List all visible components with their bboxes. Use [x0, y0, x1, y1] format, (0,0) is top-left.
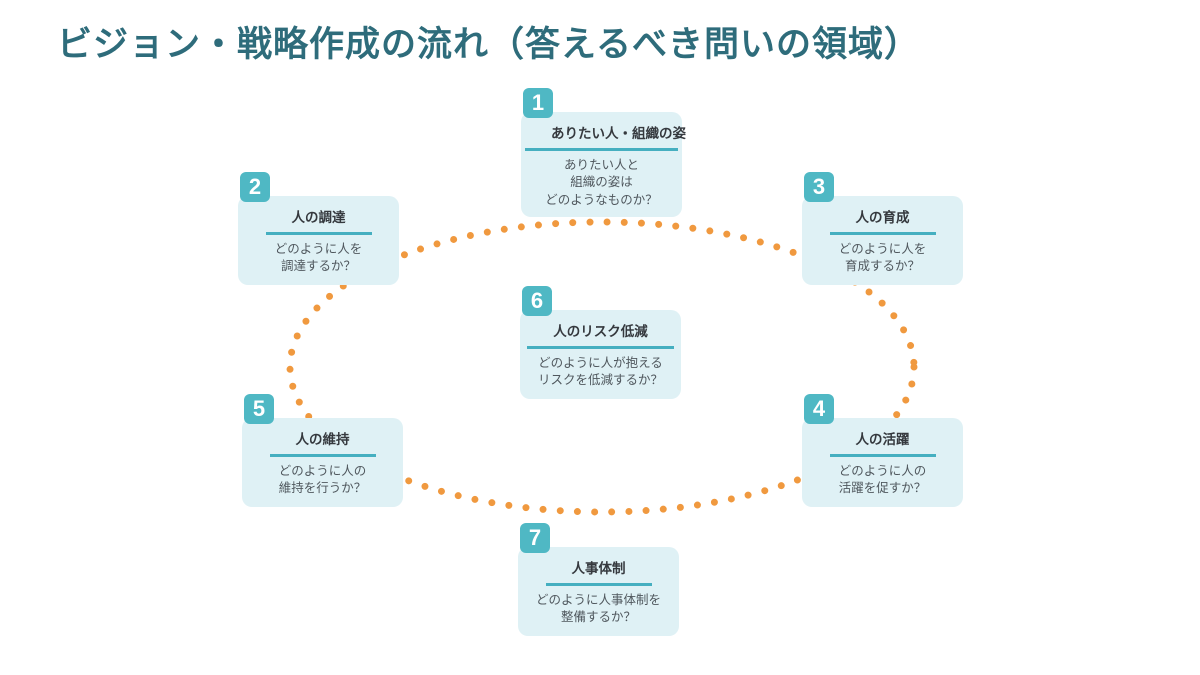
card-heading: 人の活躍 — [829, 428, 936, 457]
step-number-badge: 3 — [804, 172, 834, 202]
card-question: どのように人事体制を 整備するか？ — [535, 593, 661, 625]
step-number-badge: 2 — [240, 172, 270, 202]
card-heading: 人事体制 — [545, 557, 652, 586]
card-procurement: 2 人の調達 どのように人を 調達するか？ — [238, 172, 399, 285]
card-heading: 人の維持 — [269, 428, 376, 457]
dotted-ellipse-path — [286, 218, 918, 516]
card-question: ありたい人と 組織の姿は どのようなものか？ — [545, 158, 658, 207]
card-heading: 人の調達 — [265, 206, 372, 235]
card-heading: 人のリスク低減 — [527, 320, 674, 349]
card-hr-structure: 7 人事体制 どのように人事体制を 整備するか？ — [518, 523, 679, 636]
step-number-badge: 7 — [520, 523, 550, 553]
card-question: どのように人の 活躍を促すか？ — [838, 464, 927, 496]
card-heading: ありたい人・組織の姿 — [525, 122, 686, 151]
card-risk-reduction: 6 人のリスク低減 どのように人が抱える リスクを低減するか？ — [520, 286, 681, 399]
card-heading: 人の育成 — [829, 206, 936, 235]
page-title: ビジョン・戦略作成の流れ（答えるべき問いの領域） — [57, 25, 920, 64]
step-number-badge: 6 — [522, 286, 552, 316]
card-ideal-people-org: 1 ありたい人・組織の姿 ありたい人と 組織の姿は どのようなものか？ — [521, 88, 686, 217]
card-development: 3 人の育成 どのように人を 育成するか？ — [802, 172, 963, 285]
card-engagement: 4 人の活躍 どのように人の 活躍を促すか？ — [802, 394, 963, 507]
step-number-badge: 4 — [804, 394, 834, 424]
card-retention: 5 人の維持 どのように人の 維持を行うか？ — [242, 394, 403, 507]
card-question: どのように人が抱える リスクを低減するか？ — [537, 356, 663, 388]
step-number-badge: 1 — [523, 88, 553, 118]
card-question: どのように人を 調達するか？ — [274, 242, 363, 274]
card-question: どのように人の 維持を行うか？ — [278, 464, 367, 496]
step-number-badge: 5 — [244, 394, 274, 424]
card-question: どのように人を 育成するか？ — [838, 242, 927, 274]
